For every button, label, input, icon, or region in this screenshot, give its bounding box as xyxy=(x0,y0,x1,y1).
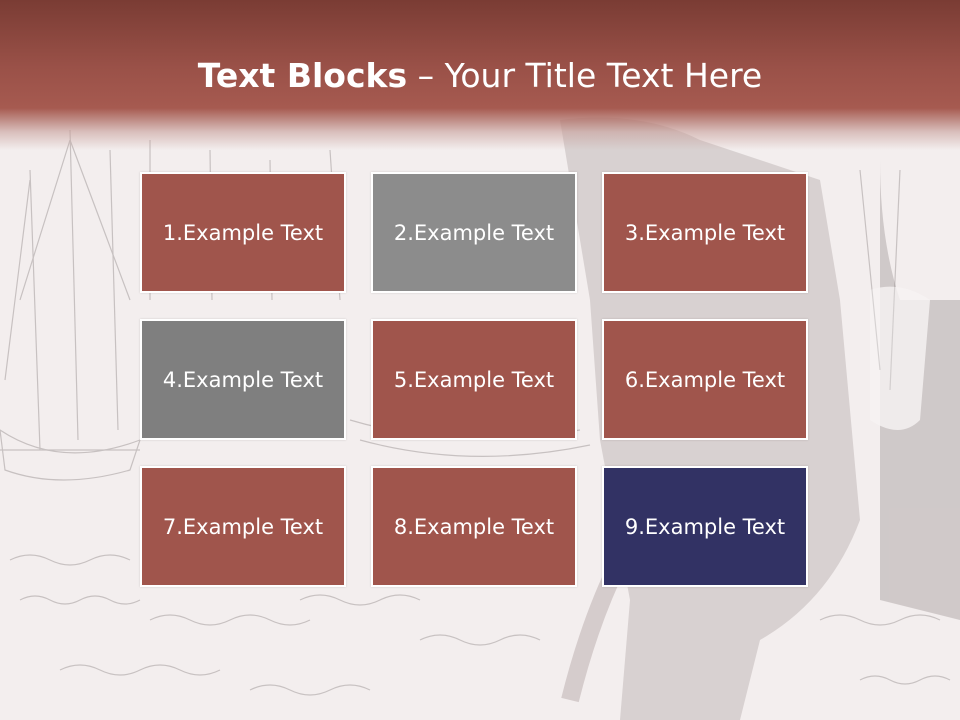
text-block-label: 7.Example Text xyxy=(162,514,324,539)
text-block-5[interactable]: 5.Example Text xyxy=(371,319,577,440)
title-banner xyxy=(0,0,960,150)
text-block-8[interactable]: 8.Example Text xyxy=(371,466,577,587)
title-bold-text: Text Blocks xyxy=(197,56,408,95)
text-block-2[interactable]: 2.Example Text xyxy=(371,172,577,293)
text-block-3[interactable]: 3.Example Text xyxy=(602,172,808,293)
text-block-label: 2.Example Text xyxy=(393,220,555,245)
text-block-label: 4.Example Text xyxy=(162,367,324,392)
text-block-label: 3.Example Text xyxy=(624,220,786,245)
text-block-9[interactable]: 9.Example Text xyxy=(602,466,808,587)
text-block-label: 8.Example Text xyxy=(393,514,555,539)
text-block-1[interactable]: 1.Example Text xyxy=(140,172,346,293)
text-block-label: 9.Example Text xyxy=(624,514,786,539)
text-block-7[interactable]: 7.Example Text xyxy=(140,466,346,587)
slide-title: Text Blocks – Your Title Text Here xyxy=(0,56,960,96)
text-block-label: 1.Example Text xyxy=(162,220,324,245)
text-block-4[interactable]: 4.Example Text xyxy=(140,319,346,440)
title-rest-text: – Your Title Text Here xyxy=(407,56,763,95)
text-block-label: 6.Example Text xyxy=(624,367,786,392)
text-block-label: 5.Example Text xyxy=(393,367,555,392)
text-block-6[interactable]: 6.Example Text xyxy=(602,319,808,440)
